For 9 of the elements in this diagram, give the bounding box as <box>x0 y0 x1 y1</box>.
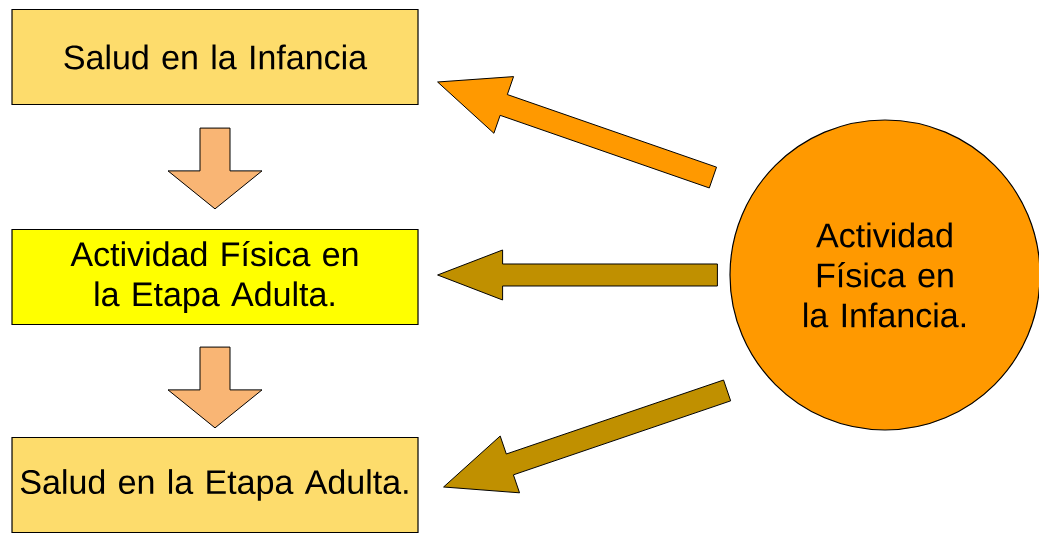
process-box: Salud en la Infancia <box>11 8 419 106</box>
block-arrow <box>167 346 263 429</box>
process-box: Salud en la Etapa Adulta. <box>11 436 419 534</box>
block-arrow <box>167 127 263 210</box>
block-arrow <box>443 379 732 494</box>
block-arrow <box>437 249 718 301</box>
circle-node: Actividad Física en la Infancia. <box>729 119 1039 431</box>
block-arrow <box>437 76 717 189</box>
process-box: Actividad Física en la Etapa Adulta. <box>11 228 419 326</box>
